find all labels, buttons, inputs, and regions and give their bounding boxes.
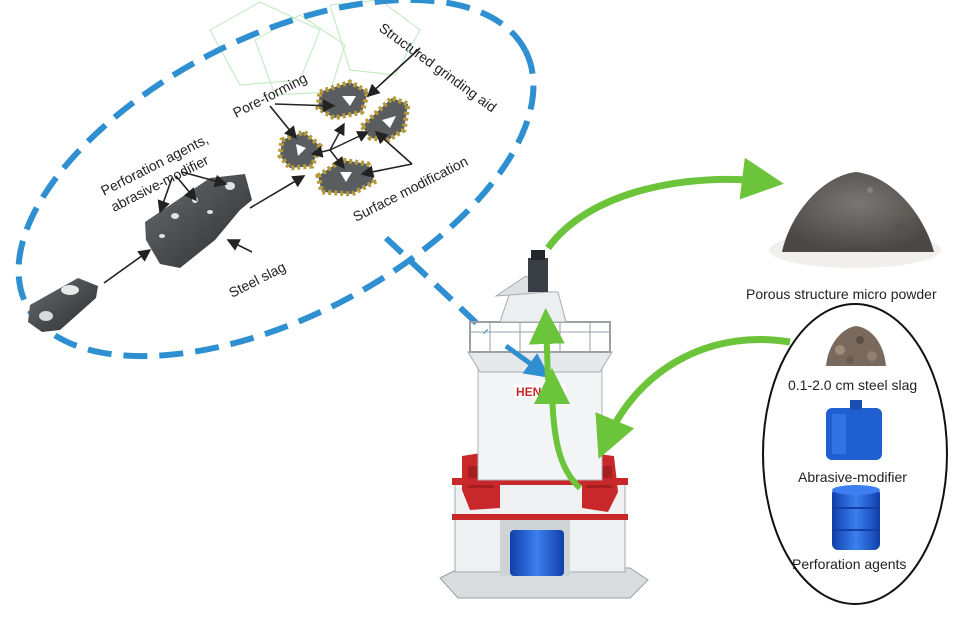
arrow-slag-to-modified — [103, 249, 152, 284]
small-slag-piece — [28, 278, 98, 332]
particle-cluster — [277, 79, 411, 197]
label-slag-size: 0.1-2.0 cm steel slag — [788, 377, 917, 393]
arrow-pore-1 — [269, 105, 298, 140]
raw-materials-ellipse — [762, 303, 948, 605]
process-zoom-ellipse — [15, 0, 537, 360]
particle-4 — [315, 157, 378, 197]
steel-slag-pile — [826, 326, 886, 366]
arrow-surface-1 — [374, 130, 413, 165]
particle-2 — [358, 95, 411, 143]
internal-circulation-arrow — [534, 368, 583, 491]
label-perforation-agents: Perforation agents — [792, 556, 906, 572]
jerrycan-icon — [826, 400, 882, 460]
particle-1 — [315, 79, 371, 121]
arrow-agent-3 — [181, 171, 228, 188]
arrow-agent-1 — [157, 177, 173, 214]
label-steel-slag: Steel slag — [226, 259, 288, 301]
arrow-agent-2 — [175, 175, 198, 202]
zoom-connector-line — [383, 235, 489, 335]
arrow-surface-2 — [360, 163, 413, 179]
particle-3 — [277, 129, 323, 171]
drum-icon — [832, 485, 880, 550]
arrow-steel-slag — [226, 239, 253, 253]
label-abrasive-modifier: Abrasive-modifier — [798, 469, 907, 485]
arrow-grinding-aid — [366, 47, 421, 98]
arrow-pore-2 — [274, 99, 336, 113]
micro-powder-pile — [769, 172, 941, 268]
label-pore-forming: Pore-forming — [230, 70, 309, 121]
label-porous-powder: Porous structure micro powder — [746, 286, 937, 302]
feed-arrow — [595, 335, 791, 459]
output-arrow — [545, 157, 784, 251]
arrow-modified-to-particles — [249, 175, 306, 209]
mill-inlet-arrow — [504, 343, 551, 378]
internal-up-arrow — [528, 308, 565, 381]
